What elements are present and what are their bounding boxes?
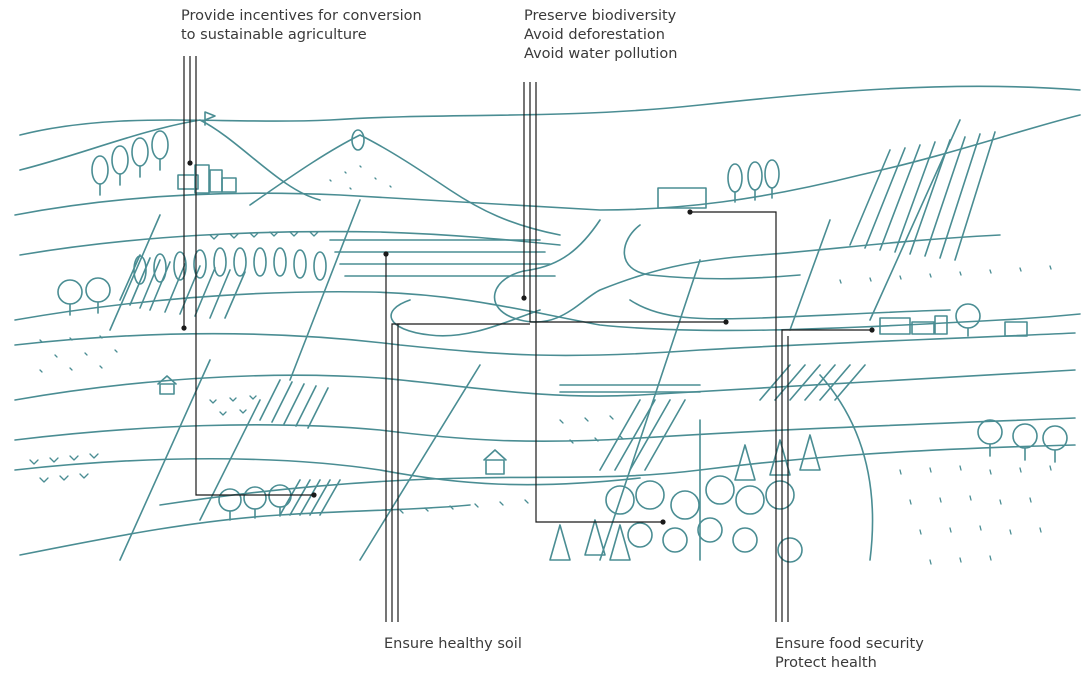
- label-soil: Ensure healthy soil: [384, 635, 522, 654]
- label-biodiversity-line3: Avoid water pollution: [524, 45, 677, 64]
- label-incentives-line2: to sustainable agriculture: [181, 26, 422, 45]
- label-food: Ensure food security Protect health: [775, 635, 924, 673]
- label-biodiversity: Preserve biodiversity Avoid deforestatio…: [524, 7, 677, 64]
- label-food-line2: Protect health: [775, 654, 924, 673]
- label-soil-line1: Ensure healthy soil: [384, 635, 522, 654]
- leader-lines: [184, 56, 872, 622]
- label-incentives-line1: Provide incentives for conversion: [181, 7, 422, 26]
- landscape-sketch: [15, 86, 1080, 564]
- leader-soil-3: [398, 324, 530, 622]
- leader-biodiversity-3: [536, 82, 663, 522]
- leader-biodiversity-2: [530, 82, 726, 322]
- leader-food-1: [690, 212, 776, 622]
- label-food-line1: Ensure food security: [775, 635, 924, 654]
- label-incentives: Provide incentives for conversion to sus…: [181, 7, 422, 45]
- label-biodiversity-line1: Preserve biodiversity: [524, 7, 677, 26]
- label-biodiversity-line2: Avoid deforestation: [524, 26, 677, 45]
